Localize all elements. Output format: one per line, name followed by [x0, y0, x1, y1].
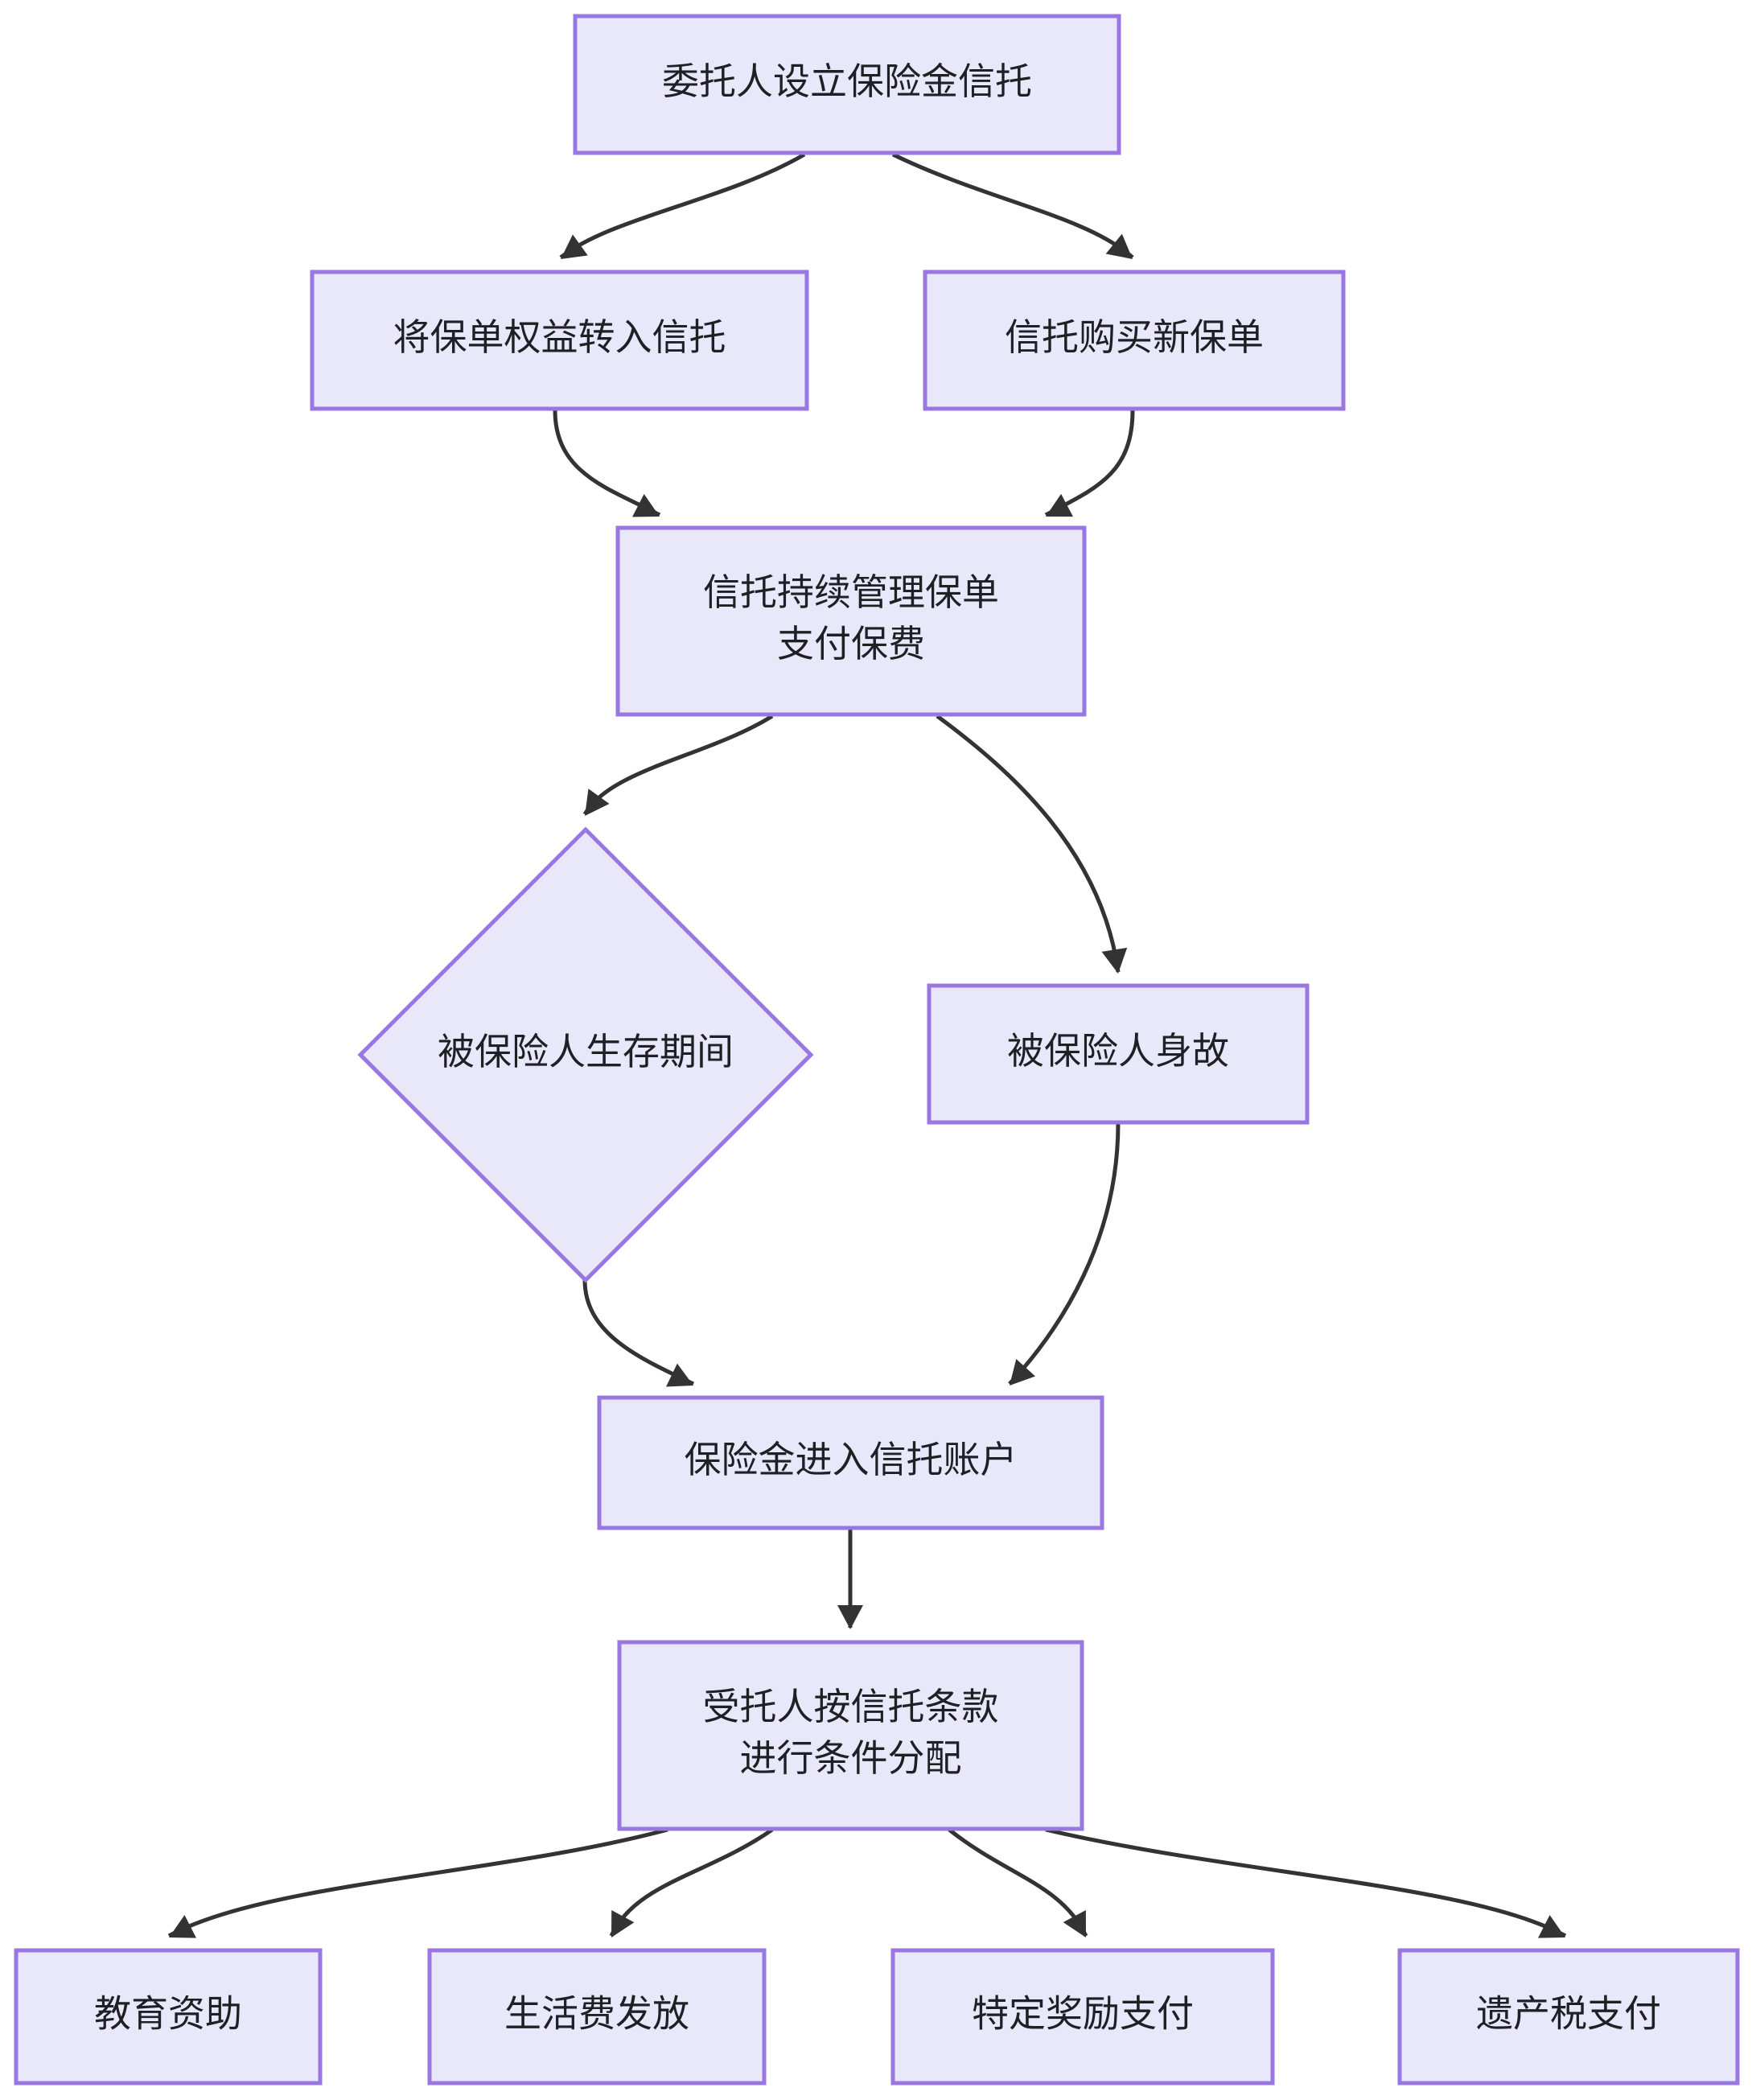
- node-委托人设立保险金信托[interactable]: 委托人设立保险金信托: [573, 14, 1121, 155]
- node-label: 被保险人生存期间: [438, 1031, 734, 1073]
- edge-line: [891, 152, 1134, 259]
- arrowhead-icon: [1101, 947, 1128, 974]
- node-label: 教育资助: [94, 1993, 242, 2035]
- node-label: 信托购买新保单: [1005, 316, 1264, 358]
- node-遗产税支付[interactable]: 遗产税支付: [1397, 1948, 1740, 2086]
- node-特定奖励支付[interactable]: 特定奖励支付: [890, 1948, 1275, 2086]
- node-label: 特定奖励支付: [972, 1993, 1194, 2035]
- node-教育资助[interactable]: 教育资助: [14, 1948, 323, 2086]
- node-rect-shape: [310, 270, 809, 411]
- edge-n5-to-n7: [582, 1279, 695, 1387]
- node-diamond-shape: [357, 826, 814, 1283]
- edge-n2-to-n4: [553, 410, 661, 517]
- edge-line: [948, 1828, 1088, 1937]
- node-rect-shape: [617, 1640, 1084, 1831]
- edge-line: [582, 714, 774, 816]
- node-label: 被保险人身故: [1007, 1030, 1229, 1072]
- edge-n7-to-n8: [837, 1529, 863, 1629]
- arrowhead-icon: [561, 234, 588, 259]
- edge-line: [167, 1827, 668, 1938]
- edge-line: [1045, 1827, 1567, 1938]
- arrowhead-icon: [1046, 493, 1073, 517]
- arrowhead-icon: [611, 1910, 635, 1937]
- edge-n1-to-n2: [559, 152, 806, 259]
- node-label: 将保单权益转入信托: [393, 316, 726, 358]
- node-rect-shape: [1397, 1948, 1740, 2086]
- edge-line: [559, 152, 806, 259]
- node-label: 受托人按信托条款进行条件分配: [703, 1686, 999, 1779]
- edge-n4-to-n6: [936, 714, 1128, 974]
- edge-n1-to-n3: [891, 152, 1134, 259]
- edge-n8-to-n9: [167, 1827, 668, 1938]
- arrowhead-icon: [837, 1605, 863, 1629]
- node-将保单权益转入信托[interactable]: 将保单权益转入信托: [310, 270, 809, 411]
- arrowhead-icon: [1010, 1359, 1036, 1386]
- node-被保险人生存期间[interactable]: 被保险人生存期间: [357, 826, 814, 1283]
- arrowhead-icon: [169, 1915, 196, 1938]
- arrowhead-icon: [666, 1363, 693, 1387]
- node-label: 保险金进入信托账户: [685, 1439, 1018, 1480]
- arrowhead-icon: [1105, 233, 1133, 259]
- node-rect-shape: [923, 270, 1346, 411]
- node-被保险人身故[interactable]: 被保险人身故: [927, 983, 1310, 1125]
- node-保险金进入信托账户[interactable]: 保险金进入信托账户: [597, 1395, 1104, 1530]
- node-label: 委托人设立保险金信托: [662, 60, 1032, 102]
- node-信托持续管理保单-支付保费[interactable]: 信托持续管理保单支付保费: [615, 525, 1087, 717]
- node-rect-shape: [597, 1395, 1104, 1530]
- arrowhead-icon: [1538, 1915, 1565, 1938]
- edge-line: [1008, 1122, 1121, 1386]
- edge-n6-to-n7: [1008, 1122, 1121, 1386]
- edge-n8-to-n11: [948, 1828, 1088, 1937]
- node-rect-shape: [927, 983, 1310, 1125]
- node-生活费发放[interactable]: 生活费发放: [427, 1948, 767, 2086]
- edge-n8-to-n12: [1045, 1827, 1567, 1938]
- node-rect-shape: [615, 525, 1087, 717]
- node-label: 信托持续管理保单支付保费: [703, 571, 999, 665]
- node-信托购买新保单[interactable]: 信托购买新保单: [923, 270, 1346, 411]
- arrowhead-icon: [1063, 1910, 1086, 1937]
- node-rect-shape: [14, 1948, 323, 2086]
- arrowhead-icon: [632, 494, 660, 517]
- node-label: 生活费发放: [504, 1993, 689, 2035]
- edge-line: [936, 714, 1121, 973]
- node-rect-shape: [573, 14, 1121, 155]
- node-rect-shape: [890, 1948, 1275, 2086]
- node-受托人按信托条款-进行条件分配[interactable]: 受托人按信托条款进行条件分配: [617, 1640, 1084, 1831]
- edge-line: [609, 1827, 774, 1937]
- edge-n8-to-n10: [609, 1827, 774, 1937]
- edge-n3-to-n4: [1044, 410, 1135, 517]
- arrowhead-icon: [585, 789, 610, 816]
- edges-layer: [167, 152, 1567, 1938]
- edge-n4-to-n5: [582, 714, 774, 816]
- node-rect-shape: [427, 1948, 767, 2086]
- node-label: 遗产税支付: [1476, 1993, 1661, 2035]
